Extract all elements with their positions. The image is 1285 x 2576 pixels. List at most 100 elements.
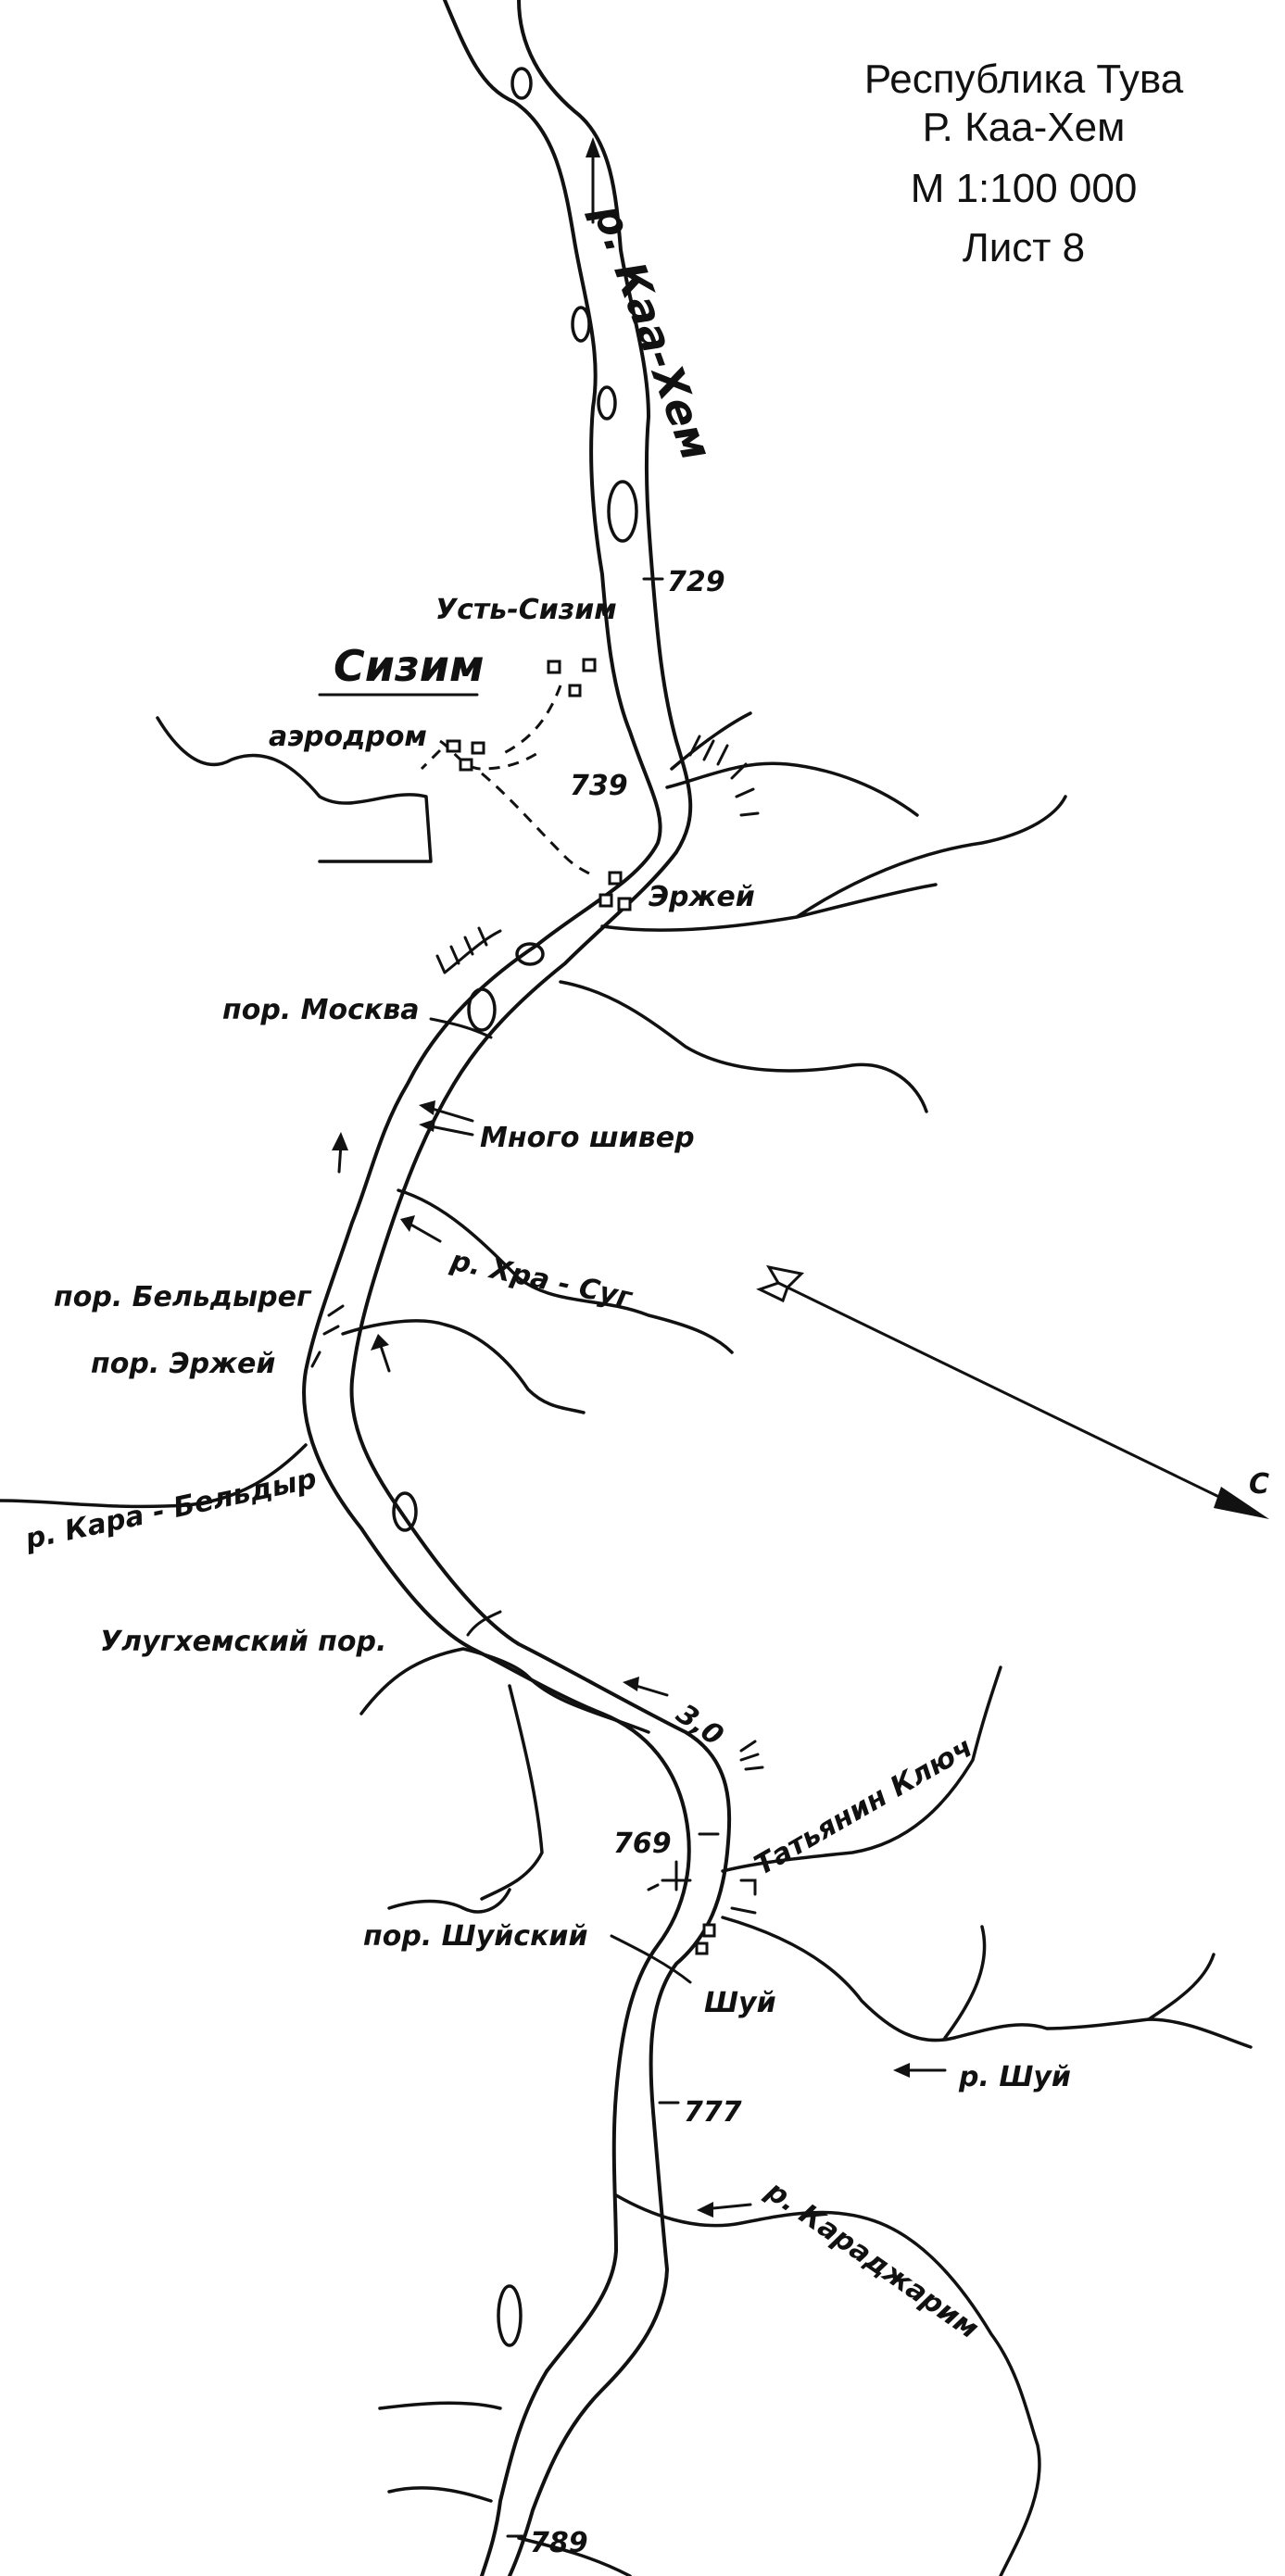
shui-river xyxy=(721,1916,1253,2049)
house-icon xyxy=(702,1923,716,1938)
house-icon xyxy=(582,658,597,672)
shui-branch xyxy=(943,1925,1216,2040)
map-title-line1: Республика Тува xyxy=(864,57,1184,102)
house-icon xyxy=(608,871,623,886)
cliff-hatch-moskva xyxy=(435,926,502,974)
pointer-arrow-head xyxy=(893,2063,910,2078)
tributaries xyxy=(0,711,1253,2576)
rapid-label-erzhei: пор. Эржей xyxy=(91,1348,275,1380)
flow-arrow xyxy=(378,1341,391,1373)
islands xyxy=(392,67,638,2347)
island xyxy=(607,480,638,543)
flow-arrow-head xyxy=(371,1334,389,1351)
road xyxy=(499,685,562,757)
sizim-boundary-line xyxy=(156,716,433,863)
stream-west-khra xyxy=(341,1319,586,1414)
north-arrow xyxy=(756,1264,1269,1519)
river-label-shui: р. Шуй xyxy=(958,2061,1071,2093)
settlement-label-shui: Шуй xyxy=(704,1987,776,2019)
pointer-arrow-head xyxy=(419,1119,435,1132)
current-speed-label: 3,0 xyxy=(670,1698,729,1753)
road xyxy=(420,748,442,771)
map-title-line4: Лист 8 xyxy=(963,225,1085,270)
island xyxy=(597,385,617,421)
house-icon xyxy=(471,741,485,755)
pointer-arrow-head xyxy=(623,1677,639,1691)
settlement-buildings xyxy=(446,658,716,1955)
stream-west-lower-3 xyxy=(387,1888,511,1914)
labels: р. Каа-Хем 729 Усть-Сизим Сизим аэродром… xyxy=(21,196,1269,2559)
stream-south xyxy=(517,2536,632,2576)
current-hatch xyxy=(739,1740,764,1771)
rapid-label-shuisky: пор. Шуйский xyxy=(363,1920,587,1953)
flow-arrow-head xyxy=(332,1132,348,1150)
rapid-label-beldyreg: пор. Бельдырег xyxy=(54,1281,312,1313)
north-arrow-fletching xyxy=(756,1264,805,1303)
rapid-label-ulugkhem: Улугхемский пор. xyxy=(100,1626,386,1658)
house-icon xyxy=(598,893,613,908)
pointer-arrow xyxy=(406,1221,442,1243)
settlement-label-sizim: Сизим xyxy=(334,641,485,691)
island xyxy=(392,1491,418,1532)
north-arrow-shaft xyxy=(776,1281,1257,1516)
island xyxy=(497,2284,523,2347)
house-icon xyxy=(547,660,561,674)
river-label-karadzharim: р. Караджарим xyxy=(760,2174,985,2345)
north-arrow-head xyxy=(1214,1487,1269,1519)
house-icon xyxy=(568,684,582,697)
stream-east-upper-2 xyxy=(665,761,919,817)
river-label-kaa-khem: р. Каа-Хем xyxy=(583,196,722,466)
rapid-label-mnogo-shiver: Много шивер xyxy=(480,1122,695,1154)
bracket-mark xyxy=(730,1879,757,1915)
settlement-label-erzhei: Эржей xyxy=(649,881,755,913)
island xyxy=(467,987,497,1032)
ulug-rapid-mark xyxy=(466,1610,502,1637)
khra-sug-river xyxy=(397,1188,734,1354)
rapid-moskva-line xyxy=(429,1017,493,1039)
island xyxy=(571,306,591,343)
km-label-789: 789 xyxy=(530,2527,588,2559)
pointer-arrow-head xyxy=(697,2202,713,2218)
map-title-line3: М 1:100 000 xyxy=(911,166,1138,211)
cliff-hatch xyxy=(688,735,760,817)
pointer-arrow-head xyxy=(419,1100,435,1115)
island xyxy=(510,67,533,100)
house-icon xyxy=(446,739,461,753)
flow-arrow-head xyxy=(586,137,600,157)
house-icon xyxy=(695,1941,709,1955)
rapid-beldyreg-marks xyxy=(310,1304,345,1368)
karadzharim-river xyxy=(614,2193,1041,2576)
tatyanin-stream xyxy=(721,1665,1002,1873)
map-title-line2: Р. Каа-Хем xyxy=(923,105,1126,150)
pointer-arrow-head xyxy=(400,1215,415,1232)
roads xyxy=(420,685,594,877)
flow-arrows xyxy=(332,137,947,2218)
km-ticks xyxy=(506,577,720,2538)
river-label-khra-sug: р. Хра - Суг xyxy=(447,1244,636,1314)
km-label-729: 729 xyxy=(667,566,725,598)
house-icon xyxy=(459,758,473,772)
main-river-left-bank xyxy=(302,0,691,2576)
stream-west-bottom xyxy=(378,2401,502,2503)
river-label-tatyanin: Татьянин Ключ xyxy=(750,1731,978,1882)
river-label-kara-beldyr: р. Кара - Бельдыр xyxy=(21,1463,319,1556)
rapid-shuisky-line xyxy=(610,1860,692,1984)
main-river xyxy=(302,0,732,2576)
rapid-label-moskva: пор. Москва xyxy=(222,994,420,1026)
island xyxy=(515,942,545,966)
stream-east-lower xyxy=(559,980,928,1113)
north-label: С xyxy=(1249,1468,1269,1501)
stream-east-mid xyxy=(600,795,1067,932)
stream-west-lower-2 xyxy=(480,1684,544,1901)
map-title-block: Республика Тува Р. Каа-Хем М 1:100 000 Л… xyxy=(864,57,1184,270)
road xyxy=(481,772,594,877)
km-label-739: 739 xyxy=(570,770,628,802)
road xyxy=(439,739,543,771)
kara-beldyr-river xyxy=(0,1443,308,1509)
airfield-label: аэродром xyxy=(269,721,427,753)
km-label-777: 777 xyxy=(684,2096,742,2129)
settlement-label-ust-sizim: Усть-Сизим xyxy=(435,594,617,626)
main-river-right-bank xyxy=(349,0,732,2576)
km-label-769: 769 xyxy=(613,1828,672,1860)
